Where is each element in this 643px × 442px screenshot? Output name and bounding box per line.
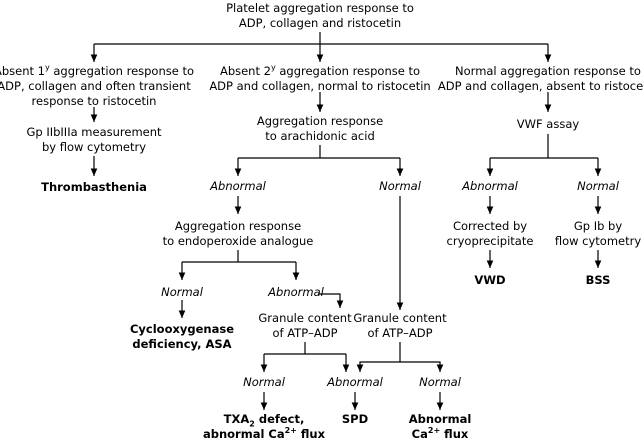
normal-arachidonic-label: Normal [379,179,421,193]
endoperoxide-line-1: Aggregation response [174,219,302,233]
ca-flux-suffix: flux [440,427,469,441]
branch-mid-sup: y [270,63,276,73]
cox-line-2: deficiency, ASA [132,337,232,351]
endoperoxide-line-2: to endoperoxide analogue [162,234,314,248]
gp-iibiiia-line-1: Gp IIbIIIa measurement [26,125,162,139]
branch-mid-line-2: ADP and collagen, normal to ristocetin [209,79,431,93]
granule-left-node: Granule content of ATP–ADP [258,311,351,341]
bss-result: BSS [585,273,611,287]
txa2-ca-sup: 2+ [284,426,297,436]
gp-ib-node: Gp Ib by flow cytometry [555,219,641,249]
branch-right-line-1: Normal aggregation response to [455,64,641,78]
cox-line-1: Cyclooxygenase [129,322,235,336]
granule-right-line-1: Granule content [353,311,447,325]
ca-flux-line-2: Ca2+ flux [409,427,472,442]
branch-mid-line-1: Absent 2y aggregation response to [209,64,430,79]
branch-left-node: Absent 1y aggregation response to ADP, c… [0,64,194,109]
branch-left-line-3: response to ristocetin [31,94,157,108]
branch-right-line-2: ADP and collagen, absent to ristocetin [437,79,643,93]
granule-left-line-1: Granule content [258,311,352,325]
root-node: Platelet aggregation response to ADP, co… [226,1,414,31]
txa2-result: TXA2 defect, abnormal Ca2+ flux [203,412,325,442]
arachidonic-line-2: to arachidonic acid [265,129,375,143]
ca-flux-sup: 2+ [427,426,441,436]
txa2-ca-suffix: flux [296,427,326,441]
txa2-line-2: abnormal Ca2+ flux [203,427,325,442]
ca-flux-line-1: Abnormal [408,412,472,426]
cryo-node: Corrected by cryoprecipitate [447,219,534,249]
abnormal-arachidonic-label: Abnormal [210,179,266,193]
branch-right-node: Normal aggregation response to ADP and c… [438,64,643,94]
branch-left-line-1: Absent 1y aggregation response to [0,64,194,79]
thrombasthenia-result: Thrombasthenia [41,180,147,194]
abnormal-endoperoxide-label: Abnormal [268,285,324,299]
ca-flux-prefix: Ca [411,427,428,441]
vwd-result: VWD [474,273,506,287]
gp-iibiiia-node: Gp IIbIIIa measurement by flow cytometry [26,125,161,155]
cox-result: Cyclooxygenase deficiency, ASA [130,322,234,352]
branch-left-prefix: Absent 1 [0,64,45,78]
branch-mid-suffix: aggregation response to [275,64,421,78]
branch-mid-prefix: Absent 2 [219,64,271,78]
txa2-sub: 2 [249,419,255,429]
normal-granule-left-label: Normal [243,375,285,389]
branch-mid-node: Absent 2y aggregation response to ADP an… [209,64,430,94]
granule-right-node: Granule content of ATP–ADP [353,311,446,341]
arachidonic-node: Aggregation response to arachidonic acid [257,114,383,144]
gp-iibiiia-line-2: by flow cytometry [41,140,147,154]
normal-endoperoxide-label: Normal [161,285,203,299]
root-line-2: ADP, collagen and ristocetin [238,16,402,30]
txa2-prefix: TXA [223,412,250,426]
cryo-line-2: cryoprecipitate [446,234,534,248]
abnormal-granule-label: Abnormal [327,375,383,389]
txa2-ca-prefix: abnormal Ca [202,427,285,441]
cryo-line-1: Corrected by [452,219,528,233]
arachidonic-line-1: Aggregation response [256,114,384,128]
normal-vwf-label: Normal [577,179,619,193]
vwf-assay-node: VWF assay [516,117,580,131]
txa2-line-1: TXA2 defect, [203,412,325,429]
granule-right-line-2: of ATP–ADP [367,326,433,340]
branch-left-sup: y [44,63,50,73]
root-line-1: Platelet aggregation response to [226,1,414,15]
gp-ib-line-1: Gp Ib by [573,219,623,233]
abnormal-vwf-label: Abnormal [462,179,518,193]
gp-ib-line-2: flow cytometry [554,234,642,248]
branch-left-suffix: aggregation response to [49,64,195,78]
normal-granule-right-label: Normal [419,375,461,389]
endoperoxide-node: Aggregation response to endoperoxide ana… [163,219,314,249]
ca-flux-result: Abnormal Ca2+ flux [409,412,472,442]
txa2-suffix: defect, [254,412,305,426]
branch-left-line-2: ADP, collagen and often transient [0,79,191,93]
spd-result: SPD [341,412,369,426]
granule-left-line-2: of ATP–ADP [272,326,338,340]
